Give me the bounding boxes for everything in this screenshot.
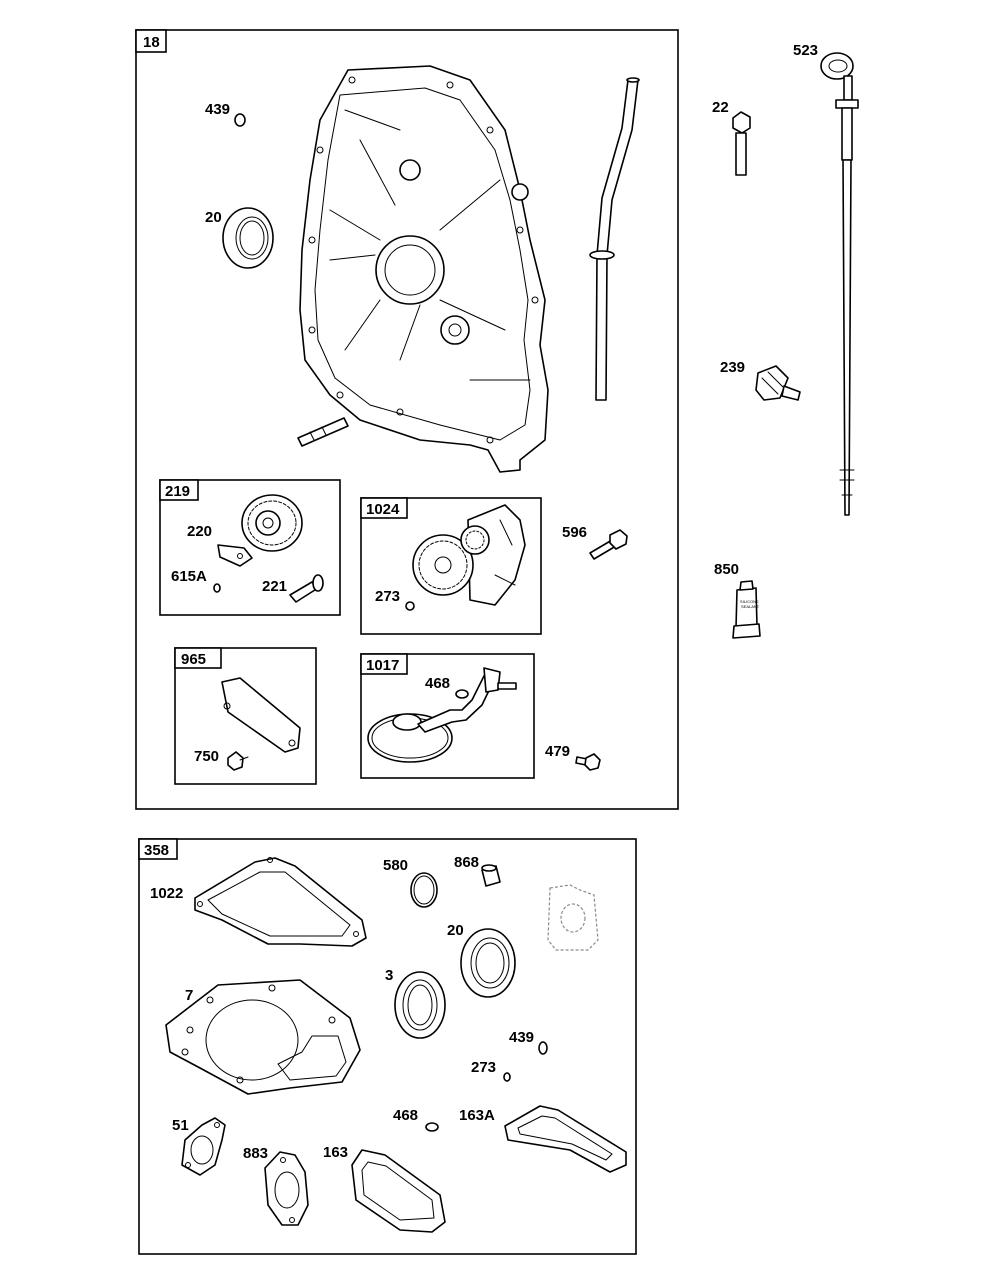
label-239: 239 xyxy=(720,359,745,376)
sealant-text-1: SILICONE xyxy=(740,599,759,604)
oil-pump xyxy=(412,504,526,606)
washer-615a xyxy=(213,583,221,593)
label-7: 7 xyxy=(185,987,193,1004)
part-468-oring-kit: 468 xyxy=(393,1107,439,1132)
oring-468 xyxy=(455,689,469,699)
label-1022: 1022 xyxy=(150,885,183,902)
washer-273 xyxy=(405,601,415,611)
label-439-kit: 439 xyxy=(509,1029,534,1046)
label-580: 580 xyxy=(383,857,408,874)
dowel-pin xyxy=(297,417,349,447)
bolt-750 xyxy=(227,751,249,771)
group-1017-tag: 1017 xyxy=(366,657,399,674)
label-163a: 163A xyxy=(459,1107,495,1124)
part-439-oring: 439 xyxy=(205,101,246,127)
label-883: 883 xyxy=(243,1145,268,1162)
label-51: 51 xyxy=(172,1117,189,1134)
label-273-kit: 273 xyxy=(471,1059,496,1076)
part-596-bolt: 596 xyxy=(562,524,628,560)
label-163: 163 xyxy=(323,1144,348,1161)
part-3-seal: 3 xyxy=(385,967,446,1039)
group-358-tag: 358 xyxy=(144,842,169,859)
crankcase-cover xyxy=(299,65,549,473)
part-20-seal-kit: 20 xyxy=(447,922,516,998)
label-596: 596 xyxy=(562,524,587,541)
oil-pickup xyxy=(367,667,517,763)
part-239-oil-sensor: 239 xyxy=(720,359,801,401)
sealant-text-2: SEALANT xyxy=(741,604,760,609)
dipstick-tube xyxy=(589,77,640,401)
label-523: 523 xyxy=(793,42,818,59)
part-51-gasket: 51 xyxy=(172,1117,226,1176)
part-163-gasket: 163 xyxy=(323,1144,446,1233)
part-850-sealant-tube: SILICONE SEALANT 850 xyxy=(714,561,761,639)
group-1024-tag: 1024 xyxy=(366,501,400,518)
label-221: 221 xyxy=(262,578,287,595)
part-883-gasket: 883 xyxy=(243,1145,309,1226)
phantom-gasket xyxy=(547,884,599,951)
part-523-dipstick: 523 xyxy=(793,42,859,516)
label-468-kit: 468 xyxy=(393,1107,418,1124)
group-965-tag: 965 xyxy=(181,651,206,668)
part-20-seal: 20 xyxy=(205,207,274,269)
label-468: 468 xyxy=(425,675,450,692)
label-22: 22 xyxy=(712,99,729,116)
label-479: 479 xyxy=(545,743,570,760)
gasket-965 xyxy=(221,677,301,753)
part-479-bolt: 479 xyxy=(545,743,601,771)
governor-pin xyxy=(289,574,324,603)
label-20-kit: 20 xyxy=(447,922,464,939)
part-580-oring: 580 xyxy=(383,857,438,908)
label-615a: 615A xyxy=(171,568,207,585)
part-273-washer-kit: 273 xyxy=(471,1059,511,1082)
governor-bracket xyxy=(217,544,253,567)
label-750: 750 xyxy=(194,748,219,765)
label-850: 850 xyxy=(714,561,739,578)
part-868-cap: 868 xyxy=(454,854,501,887)
label-20: 20 xyxy=(205,209,222,226)
group-219-box: 219 xyxy=(159,479,341,616)
label-3: 3 xyxy=(385,967,393,984)
label-220: 220 xyxy=(187,523,212,540)
label-868: 868 xyxy=(454,854,479,871)
part-163a-gasket: 163A xyxy=(459,1105,627,1173)
part-22-bolt: 22 xyxy=(712,99,751,176)
part-1022-gasket: 1022 xyxy=(150,857,367,947)
governor-gear xyxy=(241,494,303,552)
part-7-head-gasket: 7 xyxy=(165,979,361,1095)
group-219-tag: 219 xyxy=(165,483,190,500)
part-439-oring-kit: 439 xyxy=(509,1029,548,1055)
group-18-tag: 18 xyxy=(143,34,160,51)
label-439: 439 xyxy=(205,101,230,118)
label-273: 273 xyxy=(375,588,400,605)
